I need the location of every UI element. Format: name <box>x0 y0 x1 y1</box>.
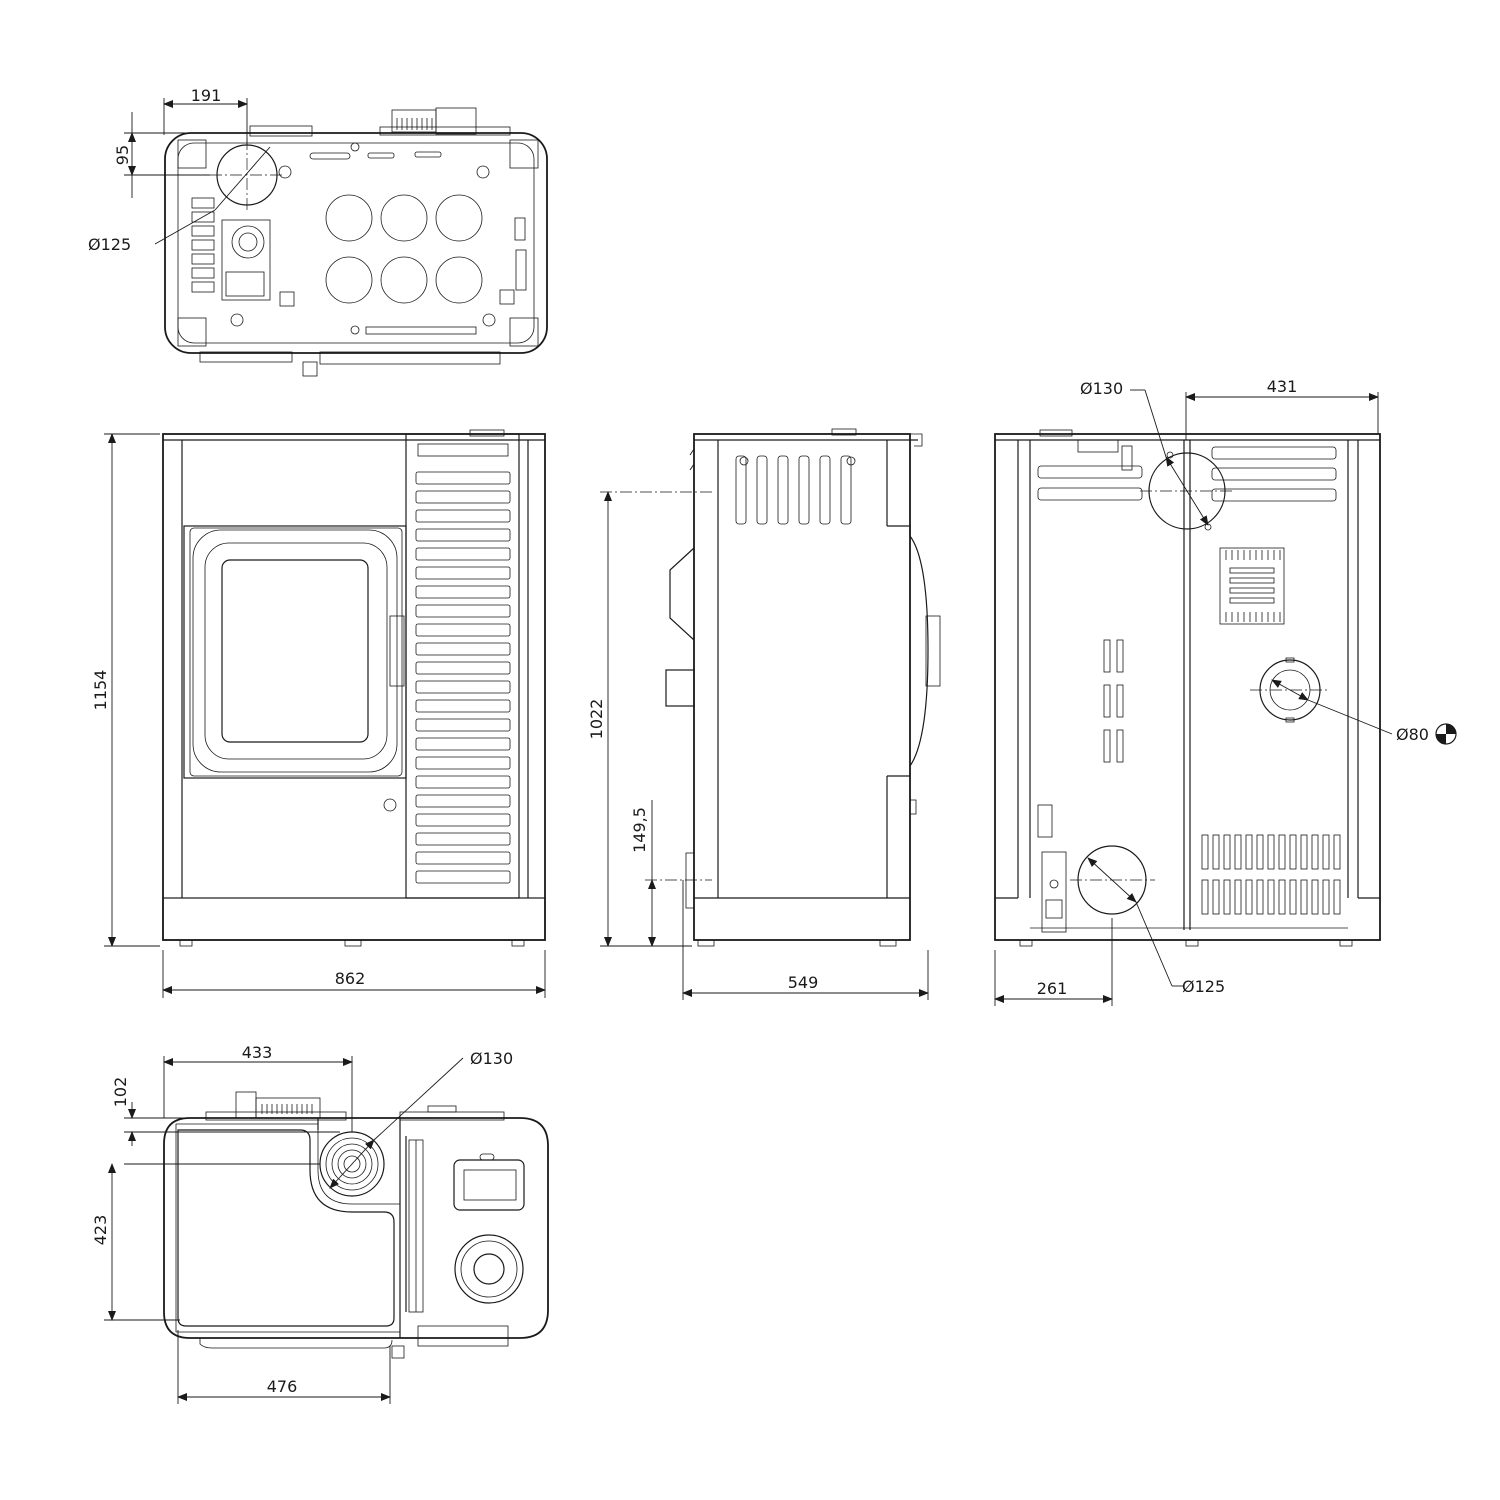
dia-130-plan: Ø130 <box>470 1049 513 1068</box>
rear-grille <box>1219 547 1285 625</box>
top-left-mechanism <box>191 197 295 307</box>
dim-433: 433 <box>242 1043 273 1062</box>
dim-431: 431 <box>1267 377 1298 396</box>
dim-423: 423 <box>91 1215 110 1246</box>
dim-191: 191 <box>191 86 222 105</box>
rear-side-slots <box>1037 639 1124 838</box>
rear-bottom-slots <box>1201 834 1341 915</box>
dim-95: 95 <box>113 145 132 165</box>
dia-80: Ø80 <box>1396 725 1429 744</box>
front-louvers <box>415 471 511 884</box>
side-view: 1022 149,5 549 <box>587 428 941 1000</box>
dia-125-top: Ø125 <box>88 235 131 254</box>
center-of-gravity-icon <box>1435 723 1457 745</box>
dia-130-rear: Ø130 <box>1080 379 1123 398</box>
top-vent-slots <box>396 118 433 130</box>
dim-261: 261 <box>1037 979 1068 998</box>
front-view: 1154 862 <box>91 429 546 998</box>
top-view: 191 95 Ø125 <box>88 86 548 377</box>
plan-vent-slots <box>261 1104 313 1114</box>
dia-125-rear: Ø125 <box>1182 977 1225 996</box>
dim-862: 862 <box>335 969 366 988</box>
rear-top-slots <box>1037 446 1337 502</box>
side-vent-slots <box>735 455 852 525</box>
dim-1154: 1154 <box>91 670 110 711</box>
top-view-round-openings <box>325 194 483 304</box>
rear-view: Ø130 431 Ø80 261 Ø125 <box>994 377 1457 1006</box>
dim-149-5: 149,5 <box>630 807 649 853</box>
plan-view: 433 Ø130 102 423 476 <box>91 1043 549 1404</box>
dim-1022: 1022 <box>587 699 606 740</box>
dim-476: 476 <box>267 1377 298 1396</box>
dim-549: 549 <box>788 973 819 992</box>
control-display <box>453 1159 525 1211</box>
control-knob <box>454 1234 524 1304</box>
power-panel <box>1041 851 1067 933</box>
dim-102: 102 <box>111 1077 130 1108</box>
